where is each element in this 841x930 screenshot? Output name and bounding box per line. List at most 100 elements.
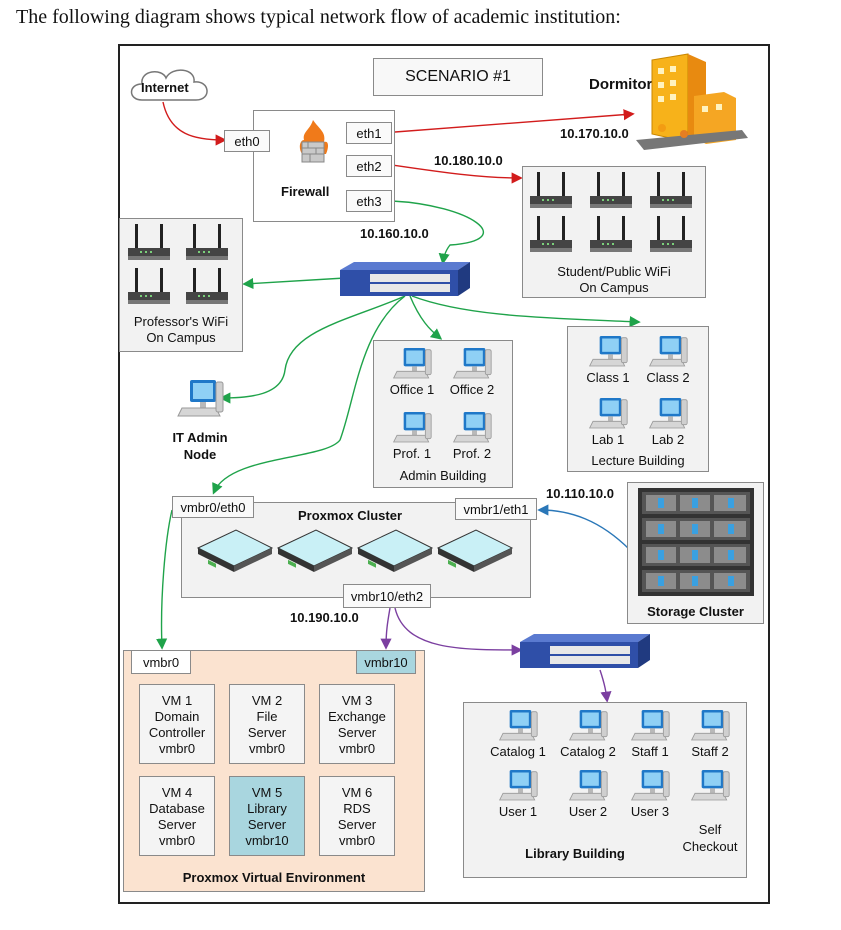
lecture-node-label: Class 1: [586, 370, 630, 385]
net-wifi-label: 10.180.10.0: [434, 153, 503, 168]
library-node-label: Staff 2: [691, 744, 729, 759]
student-wifi-access-point-icon: [648, 170, 694, 215]
library-node-label: Catalog 2: [560, 744, 616, 759]
vmbr0-eth0-port: vmbr0/eth0: [172, 496, 254, 518]
vm-line: Domain: [154, 709, 200, 724]
self-checkout-kiosk-icon: [690, 766, 730, 809]
library-computer-icon: [568, 706, 608, 749]
library-switch-icon: [520, 634, 650, 668]
vm-line: VM 5: [251, 785, 283, 800]
proxmox-server-node-icon: [436, 528, 514, 577]
net-vm-label: 10.190.10.0: [290, 610, 359, 625]
library-computer-icon: [630, 706, 670, 749]
internet-label: Internet: [141, 80, 189, 95]
professor-wifi-access-point-icon: [126, 222, 172, 267]
vm-line: Exchange: [328, 709, 386, 724]
firewall-icon: [299, 120, 328, 163]
library-node-label: User 3: [630, 804, 670, 819]
vm-line: Server: [247, 725, 287, 740]
admin-node-label: Office 1: [389, 382, 435, 397]
lecture-computer-icon: [648, 332, 688, 375]
admin-computer-icon: [392, 408, 432, 451]
library-node-label: Catalog 1: [490, 744, 546, 759]
library-computer-icon: [630, 766, 670, 809]
dormitory-label: Dormitory: [589, 76, 661, 93]
vm-line: Library: [247, 801, 287, 816]
admin-node-label: Office 2: [449, 382, 495, 397]
lecture-computer-icon: [588, 394, 628, 437]
admin-computer-icon: [452, 344, 492, 387]
scenario-title: SCENARIO #1: [373, 58, 543, 96]
vm-line: Database: [149, 801, 205, 816]
fw-eth0: eth0: [224, 130, 270, 152]
pve-bridge-vmbr0: vmbr0: [131, 650, 191, 674]
lecture-node-label: Lab 2: [651, 432, 685, 447]
proxmox-cluster-label: Proxmox Cluster: [298, 508, 403, 523]
library-computer-icon: [690, 706, 730, 749]
self-checkout-label-2: Checkout: [682, 839, 738, 854]
admin-node-label: Prof. 1: [392, 446, 432, 461]
vm-line: VM 1: [161, 693, 193, 708]
net-storage-label: 10.110.10.0: [546, 486, 614, 501]
library-node-label: Staff 1: [631, 744, 669, 759]
library-node-label: User 2: [568, 804, 608, 819]
fw-eth3: eth3: [346, 190, 392, 212]
student-wifi-panel: [522, 166, 706, 298]
student-wifi-access-point-icon: [588, 170, 634, 215]
proxmox-server-node-icon: [196, 528, 274, 577]
vm-line: RDS: [343, 801, 371, 816]
dormitory-building-icon: [636, 53, 748, 150]
vm-line: VM 4: [161, 785, 193, 800]
lecture-building-label: Lecture Building: [591, 453, 685, 468]
vm-line: Server: [157, 817, 197, 832]
admin-node-label: Prof. 2: [452, 446, 492, 461]
student-wifi-label-1: Student/Public WiFi: [557, 264, 671, 279]
internet-cloud-icon: [130, 69, 208, 101]
library-computer-icon: [568, 766, 608, 809]
student-wifi-access-point-icon: [528, 170, 574, 215]
admin-computer-icon: [392, 344, 432, 387]
student-wifi-label-2: On Campus: [579, 280, 649, 295]
vm-line: VM 3: [341, 693, 373, 708]
lecture-node-label: Class 2: [646, 370, 690, 385]
it-admin-label-1: IT Admin: [172, 430, 228, 445]
professor-wifi-panel: [119, 218, 243, 352]
storage-rack-icon: [638, 488, 754, 596]
fw-eth1: eth1: [346, 122, 392, 144]
it-admin-label-2: Node: [183, 447, 217, 462]
lecture-computer-icon: [588, 332, 628, 375]
vm-line: VM 6: [341, 785, 373, 800]
net-dorm-label: 10.170.10.0: [560, 126, 629, 141]
admin-computer-icon: [452, 408, 492, 451]
vm-line: Server: [247, 817, 287, 832]
lecture-computer-icon: [648, 394, 688, 437]
student-wifi-access-point-icon: [588, 214, 634, 259]
pve-label: Proxmox Virtual Environment: [182, 870, 366, 885]
vm-line: vmbr0: [338, 741, 376, 756]
vm-line: vmbr0: [338, 833, 376, 848]
vm-line: vmbr10: [245, 833, 289, 848]
professor-wifi-label-1: Professor's WiFi: [133, 314, 229, 329]
library-building-label: Library Building: [525, 846, 625, 861]
vmbr1-eth1-port: vmbr1/eth1: [455, 498, 537, 520]
student-wifi-access-point-icon: [648, 214, 694, 259]
vm-line: VM 2: [251, 693, 283, 708]
scenario-title-text: SCENARIO #1: [405, 68, 511, 85]
library-node-label: User 1: [498, 804, 538, 819]
library-computer-icon: [498, 766, 538, 809]
professor-wifi-label-2: On Campus: [146, 330, 216, 345]
vmbr10-eth2-port: vmbr10/eth2: [343, 584, 431, 608]
self-checkout-label-1: Self: [698, 822, 722, 837]
vm-line: File: [256, 709, 278, 724]
intro-text: The following diagram shows typical netw…: [16, 6, 621, 28]
vm-line: vmbr0: [248, 741, 286, 756]
it-admin-computer-icon: [176, 374, 224, 427]
proxmox-server-node-icon: [356, 528, 434, 577]
vm-line: Server: [337, 725, 377, 740]
storage-cluster-label: Storage Cluster: [647, 604, 744, 619]
